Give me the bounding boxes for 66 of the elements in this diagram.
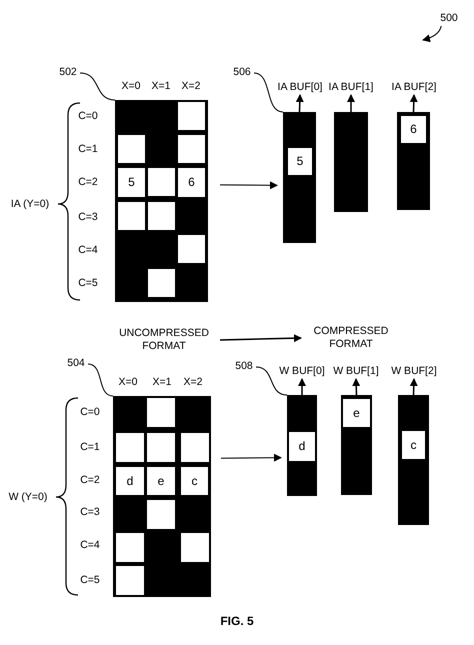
buffer-column bbox=[283, 112, 316, 243]
buffer-label: IA BUF[2] bbox=[388, 80, 440, 95]
group-label: W (Y=0) bbox=[8, 491, 48, 503]
arrow bbox=[220, 181, 278, 190]
arrow bbox=[422, 26, 442, 42]
arrow bbox=[298, 378, 306, 395]
buffer-cell: 5 bbox=[288, 148, 312, 175]
row-label: C=5 bbox=[80, 574, 100, 586]
leader-line bbox=[80, 72, 116, 100]
row-label: C=2 bbox=[80, 474, 100, 486]
row-label: C=3 bbox=[78, 211, 98, 223]
matrix-cell: d bbox=[116, 467, 144, 495]
row-label: C=1 bbox=[78, 143, 98, 155]
format-label: UNCOMPRESSED FORMAT bbox=[112, 325, 216, 355]
buffer-cell: d bbox=[289, 432, 315, 461]
matrix-cell: 6 bbox=[178, 168, 205, 197]
matrix-grid bbox=[115, 100, 208, 302]
buffer-cell: c bbox=[402, 431, 425, 459]
leader-line bbox=[256, 366, 288, 396]
column-label: X=2 bbox=[184, 376, 202, 388]
row-label: C=4 bbox=[80, 539, 100, 551]
row-label: C=5 bbox=[78, 277, 98, 289]
arrow bbox=[410, 94, 418, 112]
arrow bbox=[352, 378, 360, 396]
arrow bbox=[296, 94, 304, 112]
column-label: X=1 bbox=[152, 376, 172, 388]
matrix-grid bbox=[113, 396, 211, 597]
matrix-cell: 5 bbox=[118, 168, 145, 197]
buffer-label: W BUF[0] bbox=[276, 364, 328, 379]
buffer-column bbox=[334, 112, 368, 212]
row-label: C=0 bbox=[80, 406, 100, 418]
row-label: C=2 bbox=[78, 176, 98, 188]
buffer-column bbox=[398, 395, 429, 525]
buffer-column bbox=[287, 395, 317, 496]
reference-number: 506 bbox=[230, 66, 254, 80]
buffer-cell: 6 bbox=[401, 116, 426, 143]
buffer-label: W BUF[1] bbox=[330, 364, 382, 379]
buffer-label: IA BUF[1] bbox=[325, 80, 377, 95]
arrow bbox=[347, 94, 355, 112]
matrix-cell: c bbox=[181, 467, 208, 495]
row-label: C=1 bbox=[80, 441, 100, 453]
matrix-cell: e bbox=[147, 467, 175, 495]
row-label: C=4 bbox=[78, 244, 98, 256]
buffer-label: IA BUF[0] bbox=[274, 80, 326, 95]
arrow bbox=[410, 378, 418, 396]
format-label: COMPRESSED FORMAT bbox=[305, 323, 397, 353]
column-label: X=1 bbox=[152, 80, 170, 92]
buffer-label: W BUF[2] bbox=[388, 364, 440, 379]
buffer-column bbox=[341, 395, 372, 495]
column-label: X=2 bbox=[182, 80, 200, 92]
reference-number: 508 bbox=[232, 360, 256, 374]
row-label: C=0 bbox=[78, 110, 98, 122]
column-label: X=0 bbox=[122, 80, 140, 92]
reference-number: 504 bbox=[64, 357, 88, 371]
row-label: C=3 bbox=[80, 506, 100, 518]
leader-line bbox=[254, 72, 284, 112]
arrow bbox=[220, 454, 282, 462]
group-label: IA (Y=0) bbox=[10, 198, 50, 210]
reference-number: 502 bbox=[56, 66, 80, 80]
buffer-column bbox=[397, 112, 430, 210]
reference-number: 500 bbox=[436, 12, 462, 26]
leader-line bbox=[88, 364, 114, 396]
arrow bbox=[220, 334, 302, 342]
figure-caption: FIG. 5 bbox=[219, 614, 255, 628]
buffer-cell: e bbox=[343, 399, 370, 427]
column-label: X=0 bbox=[118, 376, 138, 388]
